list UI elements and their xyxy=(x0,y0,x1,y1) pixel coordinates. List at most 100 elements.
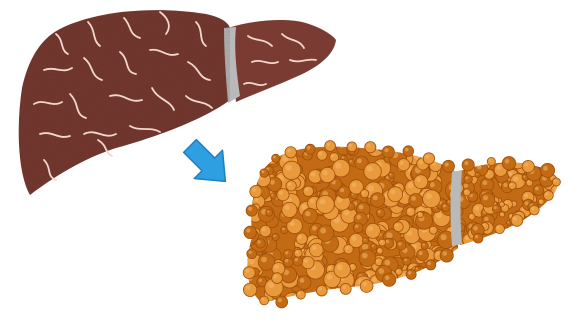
nodule-highlight xyxy=(372,245,374,247)
nodule-highlight xyxy=(491,236,494,239)
nodule-highlight xyxy=(310,199,315,204)
nodule-highlight xyxy=(411,196,416,201)
nodule-highlight xyxy=(312,226,317,231)
nodule xyxy=(518,238,531,251)
nodule-highlight xyxy=(286,164,292,170)
nodule xyxy=(499,243,511,255)
nodule-highlight xyxy=(443,280,449,286)
nodule xyxy=(370,289,387,306)
nodule-highlight xyxy=(448,201,450,203)
nodule-highlight xyxy=(539,239,542,242)
nodule-highlight xyxy=(430,279,437,286)
nodule-highlight xyxy=(483,195,488,200)
nodule-highlight xyxy=(397,287,403,293)
nodule-highlight xyxy=(475,206,480,211)
nodule-highlight xyxy=(335,289,339,293)
nodule-highlight xyxy=(269,149,271,151)
nodule xyxy=(414,175,428,189)
nodule xyxy=(512,243,522,253)
nodule-highlight xyxy=(395,290,399,294)
nodule xyxy=(296,233,307,244)
nodule-highlight xyxy=(455,280,458,283)
nodule-highlight xyxy=(464,184,469,189)
nodule xyxy=(302,256,314,268)
nodule xyxy=(502,157,515,170)
nodule-highlight xyxy=(496,166,501,171)
nodule-highlight xyxy=(449,270,454,275)
nodule xyxy=(379,239,386,246)
nodule-highlight xyxy=(427,262,431,266)
nodule-highlight xyxy=(302,204,308,210)
nodule-highlight xyxy=(262,227,266,231)
nodule xyxy=(523,223,532,232)
nodule-highlight xyxy=(344,210,350,216)
nodule-highlight xyxy=(418,213,420,215)
nodule-highlight xyxy=(290,142,292,144)
nodule-highlight xyxy=(252,188,256,192)
nodule-highlight xyxy=(539,200,541,202)
nodule xyxy=(504,231,518,245)
nodule-highlight xyxy=(378,249,380,251)
nodule-highlight xyxy=(500,213,502,215)
nodule xyxy=(449,148,456,155)
nodule xyxy=(395,268,402,275)
nodule xyxy=(305,144,315,154)
nodule-highlight xyxy=(290,296,296,302)
nodule xyxy=(365,223,380,238)
nodule-highlight xyxy=(540,218,545,223)
nodule xyxy=(244,226,256,238)
nodule-highlight xyxy=(257,240,260,243)
nodule-highlight xyxy=(437,275,441,279)
nodule xyxy=(260,225,271,236)
nodule xyxy=(433,285,443,295)
nodule-highlight xyxy=(248,207,252,211)
nodule xyxy=(437,268,451,282)
nodule-highlight xyxy=(430,274,433,277)
nodule-highlight xyxy=(393,293,395,295)
nodule-highlight xyxy=(381,293,383,295)
nodule xyxy=(406,269,416,279)
nodule xyxy=(255,152,270,167)
nodule-highlight xyxy=(380,240,382,242)
nodule xyxy=(437,287,448,298)
nodule-highlight xyxy=(497,226,500,229)
nodule-highlight xyxy=(422,243,425,246)
nodule xyxy=(447,268,462,283)
nodule xyxy=(403,146,414,157)
nodule-highlight xyxy=(368,185,374,191)
nodule-highlight xyxy=(331,154,334,157)
nodule xyxy=(529,205,539,215)
nodule xyxy=(360,280,373,293)
nodule-highlight xyxy=(416,177,421,182)
nodule xyxy=(392,292,398,298)
nodule-highlight xyxy=(525,225,528,228)
nodule xyxy=(297,276,311,290)
nodule-highlight xyxy=(557,200,559,202)
nodule-highlight xyxy=(436,252,440,256)
nodule-highlight xyxy=(273,156,276,159)
nodule-highlight xyxy=(524,163,528,167)
nodule xyxy=(416,300,424,308)
nodule xyxy=(533,185,544,196)
nodule xyxy=(388,187,403,202)
nodule-highlight xyxy=(278,152,281,155)
nodule xyxy=(388,172,394,178)
nodule-highlight xyxy=(465,176,468,179)
nodule-highlight xyxy=(240,297,246,303)
nodule-highlight xyxy=(408,183,414,189)
nodule xyxy=(250,185,262,197)
nodule-highlight xyxy=(260,157,262,159)
nodule xyxy=(309,243,323,257)
nodule-highlight xyxy=(419,160,423,164)
nodule xyxy=(239,158,250,169)
nodule xyxy=(404,294,419,309)
nodule-highlight xyxy=(307,146,311,150)
nodule xyxy=(377,248,383,254)
nodule xyxy=(495,224,505,234)
nodule xyxy=(286,181,296,191)
nodule xyxy=(415,285,433,303)
nodule xyxy=(552,178,560,186)
nodule xyxy=(500,212,505,217)
nodule-highlight xyxy=(259,154,263,158)
nodule-highlight xyxy=(342,285,346,289)
